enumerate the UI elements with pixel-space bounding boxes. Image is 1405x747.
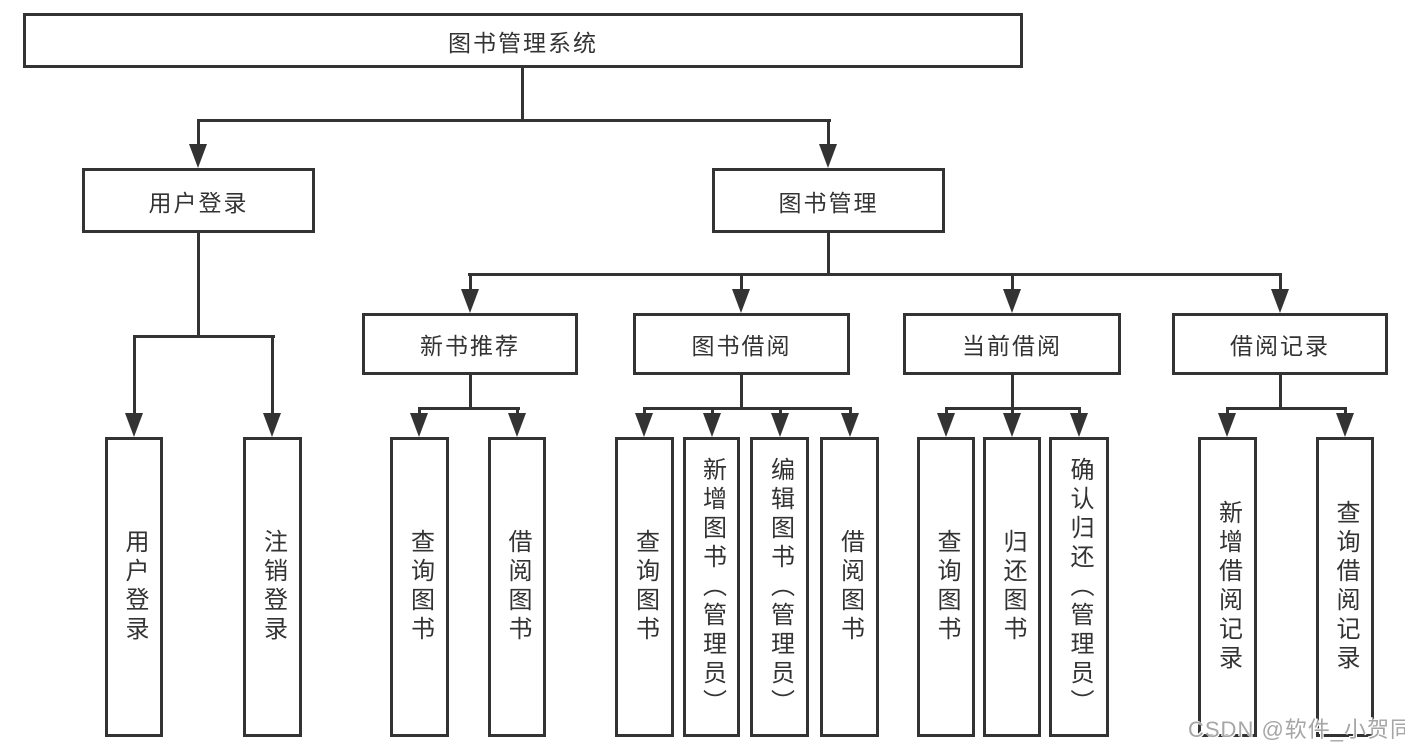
- arrow-down-icon: [125, 413, 143, 437]
- leaf-label: 查询图书: [933, 529, 960, 645]
- arrow-down-icon: [1003, 413, 1021, 437]
- connector-line: [1226, 407, 1347, 410]
- leaf-confirm-return-admin: 确认归还（管理员）: [1049, 437, 1109, 737]
- connector-line: [1226, 407, 1229, 417]
- arrow-down-icon: [703, 413, 721, 437]
- connector-line: [516, 407, 519, 417]
- connector-line: [1344, 407, 1347, 417]
- leaf-logout: 注销登录: [243, 437, 302, 737]
- connector-line: [418, 407, 421, 417]
- arrow-down-icon: [410, 413, 428, 437]
- leaf-borrow-books-borrowing: 借阅图书: [820, 437, 879, 737]
- arrow-down-icon: [819, 144, 837, 168]
- connector-line: [643, 407, 852, 410]
- connector-line: [1279, 273, 1282, 291]
- connector-line: [469, 375, 472, 410]
- node-current-borrowing: 当前借阅: [903, 313, 1121, 375]
- connector-line: [521, 68, 524, 122]
- arrow-down-icon: [1271, 289, 1289, 313]
- leaf-label: 新增图书（管理员）: [698, 456, 726, 718]
- connector-line: [1011, 273, 1014, 291]
- arrow-down-icon: [635, 413, 653, 437]
- leaf-label: 查询图书: [406, 529, 434, 645]
- arrow-down-icon: [263, 413, 281, 437]
- connector-line: [1011, 407, 1014, 417]
- arrow-down-icon: [189, 144, 207, 168]
- leaf-return-books: 归还图书: [983, 437, 1041, 737]
- connector-line: [1279, 375, 1282, 410]
- connector-line: [197, 119, 200, 147]
- connector-line: [468, 273, 1282, 276]
- arrow-down-icon: [1070, 413, 1088, 437]
- arrow-down-icon: [508, 413, 526, 437]
- arrow-down-icon: [1003, 289, 1021, 313]
- node-label: 图书管理系统: [448, 29, 598, 56]
- arrow-down-icon: [732, 289, 750, 313]
- leaf-label: 编辑图书（管理员）: [766, 456, 794, 718]
- connector-line: [849, 407, 852, 417]
- leaf-label: 查询图书: [631, 529, 659, 645]
- node-book-borrowing: 图书借阅: [633, 313, 850, 375]
- arrow-down-icon: [461, 289, 479, 313]
- connector-line: [711, 407, 714, 417]
- connector-line: [1011, 375, 1014, 410]
- leaf-borrow-books-recommend: 借阅图书: [488, 437, 546, 737]
- arrow-down-icon: [1336, 413, 1354, 437]
- node-library-management-system: 图书管理系统: [23, 13, 1023, 68]
- connector-line: [418, 407, 520, 410]
- leaf-label: 新增借阅记录: [1214, 500, 1242, 674]
- watermark-csdn: CSDN @软件_小贺同学: [1188, 717, 1405, 742]
- leaf-add-borrow-record: 新增借阅记录: [1198, 437, 1257, 737]
- arrow-down-icon: [841, 413, 859, 437]
- connector-line: [643, 407, 646, 417]
- leaf-label: 借阅图书: [504, 529, 531, 645]
- connector-line: [827, 233, 830, 276]
- leaf-add-books-admin: 新增图书（管理员）: [683, 437, 740, 737]
- node-label: 当前借阅: [962, 333, 1062, 359]
- node-user-login: 用户登录: [82, 168, 315, 233]
- connector-line: [197, 233, 200, 338]
- leaf-label: 注销登录: [259, 529, 287, 645]
- connector-line: [740, 375, 743, 410]
- node-new-book-recommendation: 新书推荐: [362, 313, 578, 375]
- leaf-query-books-current: 查询图书: [917, 437, 975, 737]
- node-label: 借阅记录: [1230, 333, 1330, 359]
- leaf-query-borrow-record: 查询借阅记录: [1316, 437, 1374, 737]
- leaf-label: 归还图书: [999, 529, 1026, 645]
- arrow-down-icon: [1218, 413, 1236, 437]
- connector-line: [827, 119, 830, 147]
- connector-line: [133, 335, 275, 338]
- connector-line: [469, 273, 472, 291]
- leaf-query-books-recommend: 查询图书: [390, 437, 449, 737]
- connector-line: [740, 273, 743, 291]
- leaf-user-login: 用户登录: [105, 437, 163, 737]
- connector-line: [779, 407, 782, 417]
- node-borrowing-records: 借阅记录: [1172, 313, 1388, 375]
- connector-line: [133, 335, 136, 415]
- leaf-label: 用户登录: [121, 529, 148, 645]
- node-label: 图书借阅: [691, 333, 792, 359]
- node-label: 用户登录: [148, 189, 249, 216]
- arrow-down-icon: [937, 413, 955, 437]
- connector-line: [271, 335, 274, 415]
- connector-line: [197, 119, 831, 122]
- connector-line: [1078, 407, 1081, 417]
- leaf-label: 查询借阅记录: [1332, 500, 1359, 674]
- connector-line: [945, 407, 948, 417]
- node-label: 新书推荐: [420, 333, 520, 359]
- node-label: 图书管理: [778, 189, 879, 216]
- arrow-down-icon: [771, 413, 789, 437]
- node-book-management: 图书管理: [712, 168, 945, 233]
- leaf-label: 确认归还（管理员）: [1066, 456, 1093, 718]
- leaf-label: 借阅图书: [836, 529, 864, 645]
- leaf-query-books-borrowing: 查询图书: [615, 437, 674, 737]
- leaf-edit-books-admin: 编辑图书（管理员）: [750, 437, 809, 737]
